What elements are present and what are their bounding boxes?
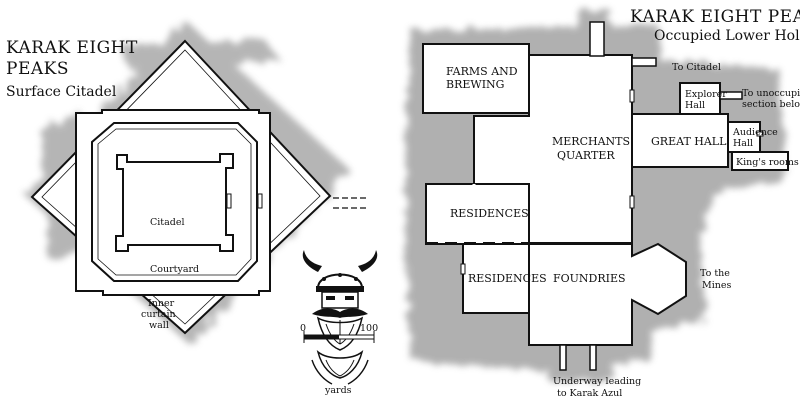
to-citadel-label: To Citadel (672, 62, 721, 73)
residences-lower-room (462, 243, 530, 314)
surface-citadel-map: KARAK EIGHT PEAKS Surface Citadel Citade… (6, 20, 368, 345)
lower-title-line1: KARAK EIGHT PEAKS (630, 7, 800, 27)
merchants-label-2: QUARTER (557, 149, 615, 162)
underway-right (589, 344, 597, 371)
to-mines-label-2: Mines (702, 280, 732, 291)
audience-hall-label-2: Hall (733, 138, 753, 149)
lower-holds-map: KARAK EIGHT PEAKS Occupied Lower Holds F… (405, 7, 800, 399)
courtyard-wall-inner (97, 128, 252, 276)
citadel-label: Citadel (150, 217, 185, 228)
scale-min: 0 (300, 323, 306, 334)
corridor-to-citadel (631, 57, 657, 67)
to-unoccupied-label-1: To unoccupied (742, 88, 800, 99)
kings-rooms-label: King's rooms (736, 157, 799, 168)
inner-wall-label-2: curtain (141, 309, 176, 320)
farms-label-2: BREWING (446, 78, 504, 91)
explorer-hall-room (679, 82, 721, 115)
corridor-unoccupied (719, 91, 743, 100)
merchants-label-1: MERCHANTS' (552, 135, 633, 148)
lower-title-line2: Occupied Lower Holds (654, 28, 800, 44)
inner-wall-label-1: Inner (148, 298, 175, 309)
to-unoccupied-label-2: section below (742, 99, 800, 110)
foundries-room (528, 242, 687, 346)
surface-subtitle: Surface Citadel (6, 84, 117, 100)
residences-upper-room (425, 183, 530, 245)
courtyard-label: Courtyard (150, 264, 199, 275)
scale-bar: 0 100 yards (300, 323, 378, 396)
scale-max: 100 (360, 323, 378, 334)
surface-title-line1: KARAK EIGHT (6, 38, 138, 58)
farms-label-1: FARMS AND (446, 65, 518, 78)
underway-label-1: Underway leading (553, 376, 641, 387)
explorer-hall-label-1: Explorer (685, 89, 727, 100)
underway-left (559, 344, 567, 371)
audience-hall-label-1: Audience (732, 127, 778, 138)
great-hall-label: GREAT HALL (651, 135, 727, 148)
residences-upper-label: RESIDENCES (450, 207, 529, 220)
east-gate-outer (257, 193, 263, 209)
explorer-hall-label-2: Hall (685, 100, 705, 111)
kings-rooms-room (731, 151, 789, 171)
underway-label-2: to Karak Azul (557, 388, 622, 399)
citadel-keep (115, 153, 234, 252)
residences-lower-label: RESIDENCES (468, 272, 547, 285)
corridor-north (589, 21, 605, 57)
dwarf-shield-emblem-icon (302, 250, 378, 385)
inner-wall-label-3: wall (149, 320, 169, 331)
farms-and-brewing-room (422, 43, 530, 114)
to-mines-label-1: To the (700, 268, 730, 279)
surface-title-line2: PEAKS (6, 59, 69, 79)
east-gate-inner (226, 193, 232, 209)
scale-unit: yards (324, 385, 352, 396)
foundries-label: FOUNDRIES (553, 272, 626, 285)
